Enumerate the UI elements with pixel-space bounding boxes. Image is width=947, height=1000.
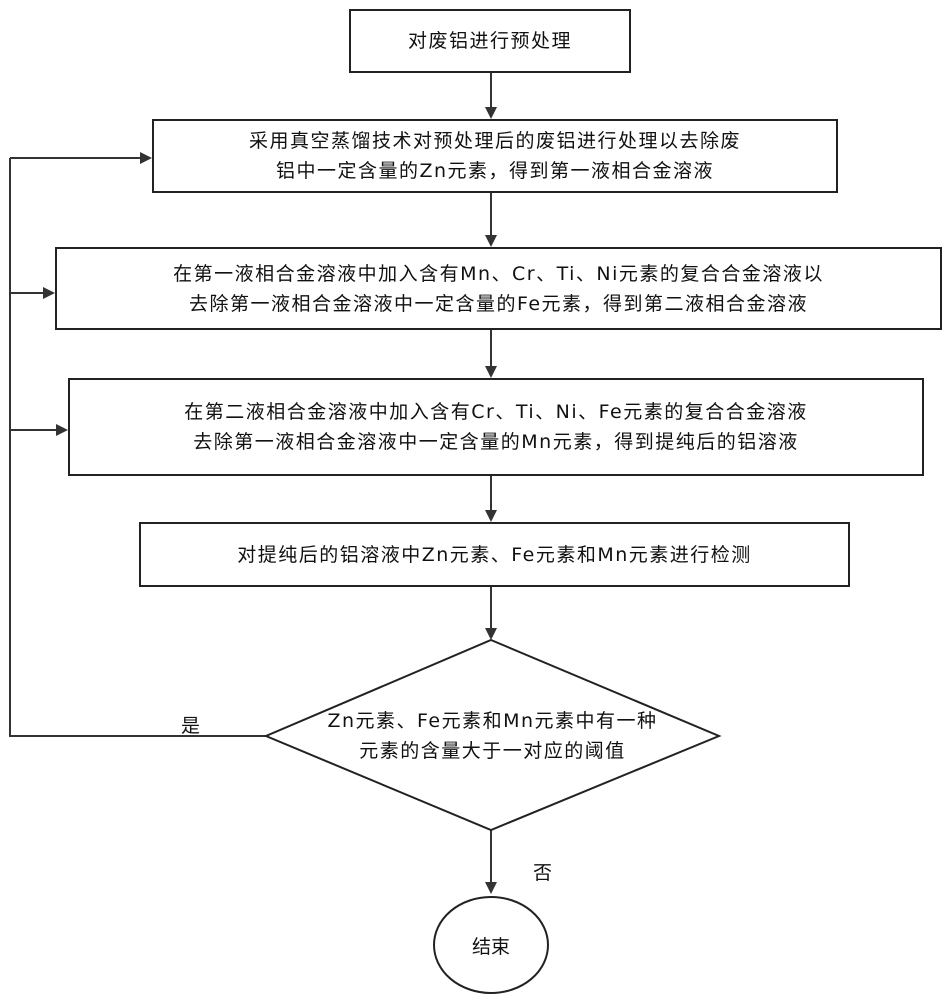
step-distill-box: 采用真空蒸馏技术对预处理后的废铝进行处理以去除废 铝中一定含量的Zn元素，得到第… (152, 119, 838, 193)
step-pretreat-box: 对废铝进行预处理 (349, 9, 631, 73)
decision-text: Zn元素、Fe元素和Mn元素中有一种 元素的含量大于一对应的阈值 (266, 706, 719, 766)
step-detect-box: 对提纯后的铝溶液中Zn元素、Fe元素和Mn元素进行检测 (139, 522, 850, 587)
end-label: 结束 (471, 935, 510, 958)
end-terminal (433, 896, 549, 994)
decision-line-2: 元素的含量大于一对应的阈值 (359, 740, 626, 762)
step-remove-fe-box: 在第一液相合金溶液中加入含有Mn、Cr、Ti、Ni元素的复合合金溶液以 去除第一… (55, 247, 942, 330)
step-detect-text: 对提纯后的铝溶液中Zn元素、Fe元素和Mn元素进行检测 (237, 543, 752, 566)
step-remove-fe-line-1: 在第一液相合金溶液中加入含有Mn、Cr、Ti、Ni元素的复合合金溶液以 (173, 262, 824, 285)
step-pretreat-text: 对废铝进行预处理 (407, 30, 572, 52)
step-remove-mn-line-1: 在第二液相合金溶液中加入含有Cr、Ti、Ni、Fe元素的复合合金溶液 (184, 401, 808, 423)
step-distill-line-1: 采用真空蒸馏技术对预处理后的废铝进行处理以去除废 (248, 130, 741, 152)
decision-line-1: Zn元素、Fe元素和Mn元素中有一种 (327, 710, 658, 732)
branch-no-label: 否 (533, 862, 553, 884)
loop-back-line (9, 158, 266, 737)
step-remove-mn-line-2: 去除第一液相合金溶液中一定含量的Mn元素，得到提纯后的铝溶液 (193, 431, 799, 453)
decision-diamond (263, 638, 722, 832)
step-remove-fe-line-2: 去除第一液相合金溶液中一定含量的Fe元素，得到第二液相合金溶液 (188, 292, 809, 315)
step-distill-line-2: 铝中一定含量的Zn元素，得到第一液相合金溶液 (275, 160, 715, 182)
branch-yes-label: 是 (181, 715, 201, 737)
step-remove-mn-box: 在第二液相合金溶液中加入含有Cr、Ti、Ni、Fe元素的复合合金溶液 去除第一液… (68, 378, 924, 476)
